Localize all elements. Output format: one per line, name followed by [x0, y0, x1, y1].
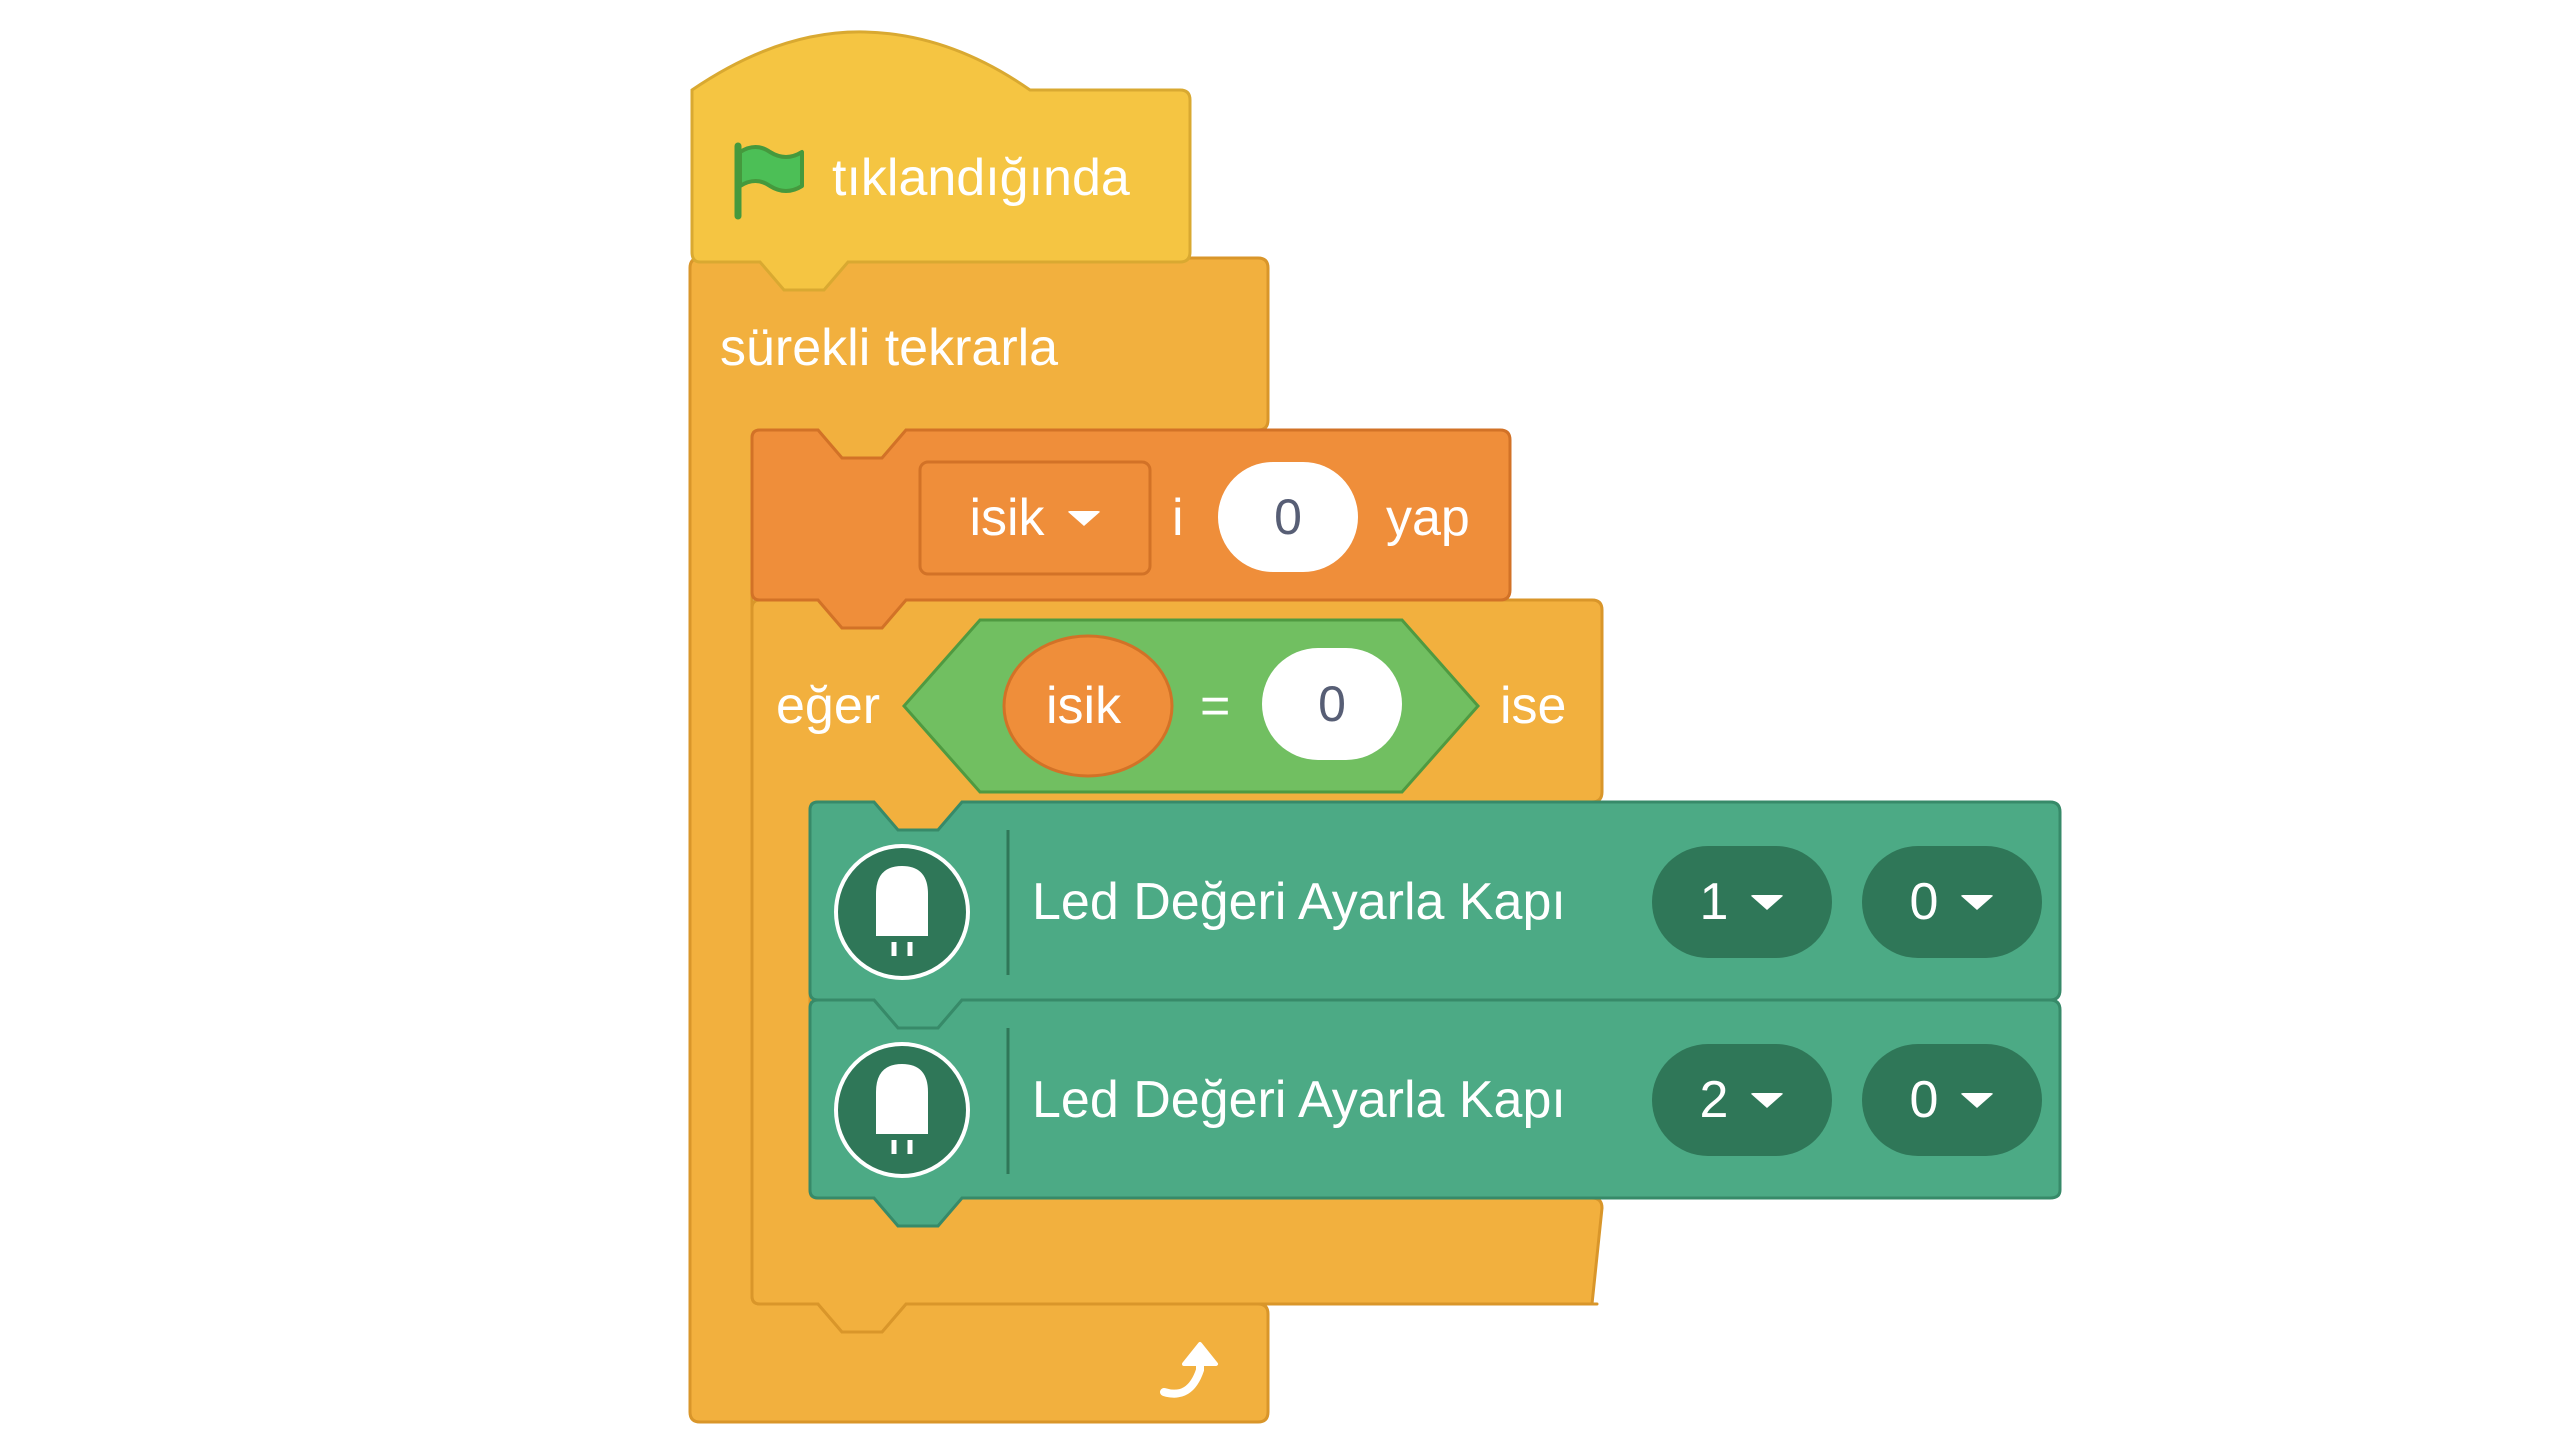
if-right-input[interactable]: 0: [1262, 648, 1402, 760]
set-value: 0: [1274, 489, 1302, 545]
led-2-port-field[interactable]: 2: [1652, 1044, 1832, 1156]
set-value-input[interactable]: 0: [1218, 462, 1358, 572]
if-right-value: 0: [1318, 676, 1346, 732]
led-2-value: 0: [1909, 1071, 1939, 1129]
chevron-down-icon: [1750, 894, 1785, 910]
led-1-value-field[interactable]: 0: [1862, 846, 2042, 958]
variable-dropdown-field[interactable]: isik: [920, 462, 1150, 574]
led-1-label: Led Değeri Ayarla Kapı: [1032, 873, 1566, 931]
chevron-down-icon: [1960, 1092, 1995, 1108]
flag-hat-block[interactable]: [690, 30, 1192, 292]
chevron-down-icon: [1960, 894, 1995, 910]
led-1-value-dropdown[interactable]: [1862, 846, 2042, 958]
variable-name: isik: [969, 489, 1045, 547]
green-flag-icon: [734, 142, 804, 220]
set-middle-text: i: [1172, 489, 1184, 547]
led-2-port-dropdown[interactable]: [1652, 1044, 1832, 1156]
led-1-value: 0: [1909, 873, 1939, 931]
led-1-port-field[interactable]: 1: [1652, 846, 1832, 958]
chevron-down-icon: [1066, 510, 1101, 526]
led-2-value-field[interactable]: 0: [1862, 1044, 2042, 1156]
if-operator: =: [1200, 677, 1231, 735]
led-2-port: 2: [1699, 1071, 1729, 1129]
led-2-label: Led Değeri Ayarla Kapı: [1032, 1071, 1566, 1129]
hat-label: tıklandığında: [832, 149, 1130, 207]
isik-reporter[interactable]: [1002, 634, 1174, 778]
set-suffix: yap: [1386, 489, 1470, 547]
if-suffix: ise: [1500, 677, 1567, 735]
led-1-port-dropdown[interactable]: [1652, 846, 1832, 958]
led-icon: [834, 844, 970, 980]
led-2-value-dropdown[interactable]: [1862, 1044, 2042, 1156]
if-prefix: eğer: [776, 677, 881, 735]
chevron-down-icon: [1750, 1092, 1785, 1108]
led-1-port: 1: [1699, 873, 1729, 931]
led-icon: [834, 1042, 970, 1178]
if-left-reporter: isik: [1046, 677, 1122, 735]
loop-arrow-icon: [1160, 1342, 1218, 1398]
forever-label: sürekli tekrarla: [720, 319, 1059, 377]
variable-dropdown[interactable]: [918, 460, 1152, 576]
